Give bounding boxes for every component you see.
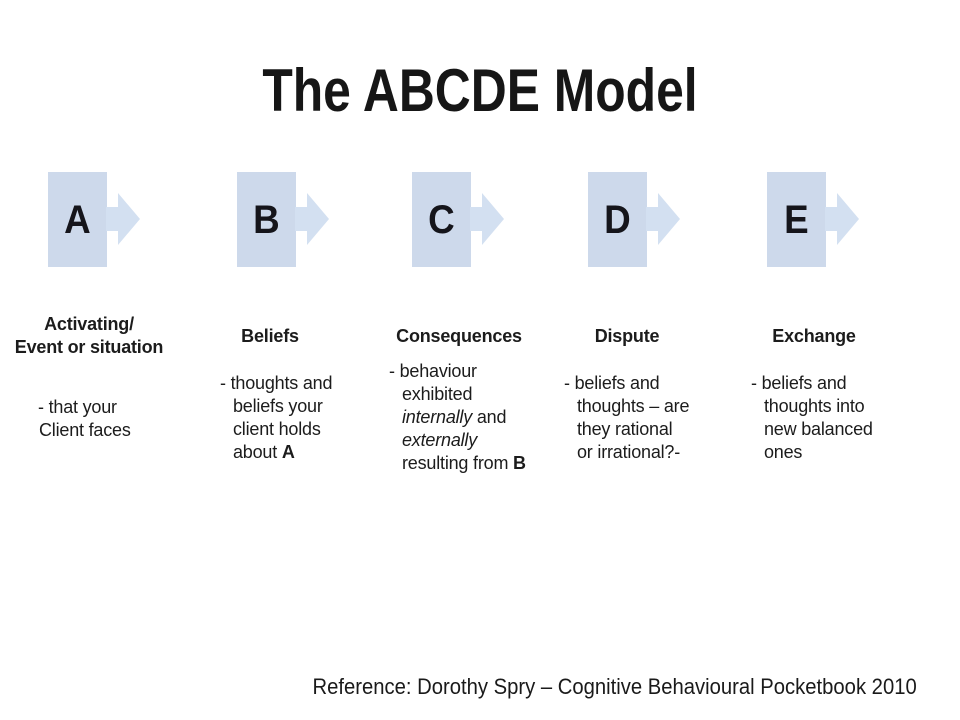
model-letter-box: A [48, 172, 140, 267]
column-body: - beliefs and thoughts into new balanced on… [751, 372, 873, 464]
model-letter-box: E [767, 172, 859, 267]
column-body-line: exhibited [402, 384, 473, 404]
column-body: - beliefs and thoughts – are they rational… [564, 372, 689, 464]
column-heading-line: Exchange [772, 326, 856, 346]
column-body-line: externally [402, 430, 478, 450]
column-body-line: client holds [233, 419, 321, 439]
column-body-line: - that your [38, 397, 117, 417]
arrow-right-icon [295, 193, 329, 245]
column-body-line: ones [764, 442, 803, 462]
column-heading-line: Consequences [396, 326, 522, 346]
arrow-right-icon [646, 193, 680, 245]
column-body-line: internally and [402, 407, 507, 427]
column-body-line: or irrational?- [577, 442, 681, 462]
column-body-line: new balanced [764, 419, 873, 439]
arrow-right-icon [470, 193, 504, 245]
model-letter-box: D [588, 172, 680, 267]
column-body-line: thoughts – are [577, 396, 690, 416]
column-body-line: resulting from B [402, 453, 526, 473]
model-letter: E [784, 197, 809, 242]
column-heading: Activating/Event or situation [4, 313, 174, 359]
column-body: - thoughts and beliefs your client holds ab… [220, 372, 332, 464]
column-body-line: - beliefs and [564, 373, 660, 393]
column-body-line: - thoughts and [220, 373, 333, 393]
column-heading: Consequences [374, 325, 544, 348]
column-heading: Beliefs [185, 325, 355, 348]
arrow-right-icon [825, 193, 859, 245]
model-letter-box: C [412, 172, 504, 267]
model-letter: B [253, 197, 280, 242]
column-body-line: - behaviour [389, 361, 477, 381]
column-heading-line: Beliefs [241, 326, 299, 346]
model-letter: A [64, 197, 91, 242]
column-heading-line: Activating/ [44, 314, 134, 334]
arrow-right-icon [106, 193, 140, 245]
column-body: - behaviour exhibited internally and extern… [389, 360, 526, 475]
column-body-line: - beliefs and [751, 373, 847, 393]
model-letter-box: B [237, 172, 329, 267]
column-body-line: about A [233, 442, 295, 462]
slide-title: The ABCDE Model [262, 57, 698, 124]
column-body-line: beliefs your [233, 396, 323, 416]
column-heading: Exchange [729, 325, 899, 348]
column-heading: Dispute [542, 325, 712, 348]
column-body-line: thoughts into [764, 396, 865, 416]
reference-text: Reference: Dorothy Spry – Cognitive Beha… [312, 674, 917, 699]
column-heading-line: Event or situation [14, 337, 164, 357]
column-heading-line: Dispute [594, 326, 660, 346]
model-letter: D [604, 197, 631, 242]
column-body-line: they rational [577, 419, 673, 439]
model-letter: C [428, 197, 455, 242]
column-body-line: Client faces [39, 420, 131, 440]
